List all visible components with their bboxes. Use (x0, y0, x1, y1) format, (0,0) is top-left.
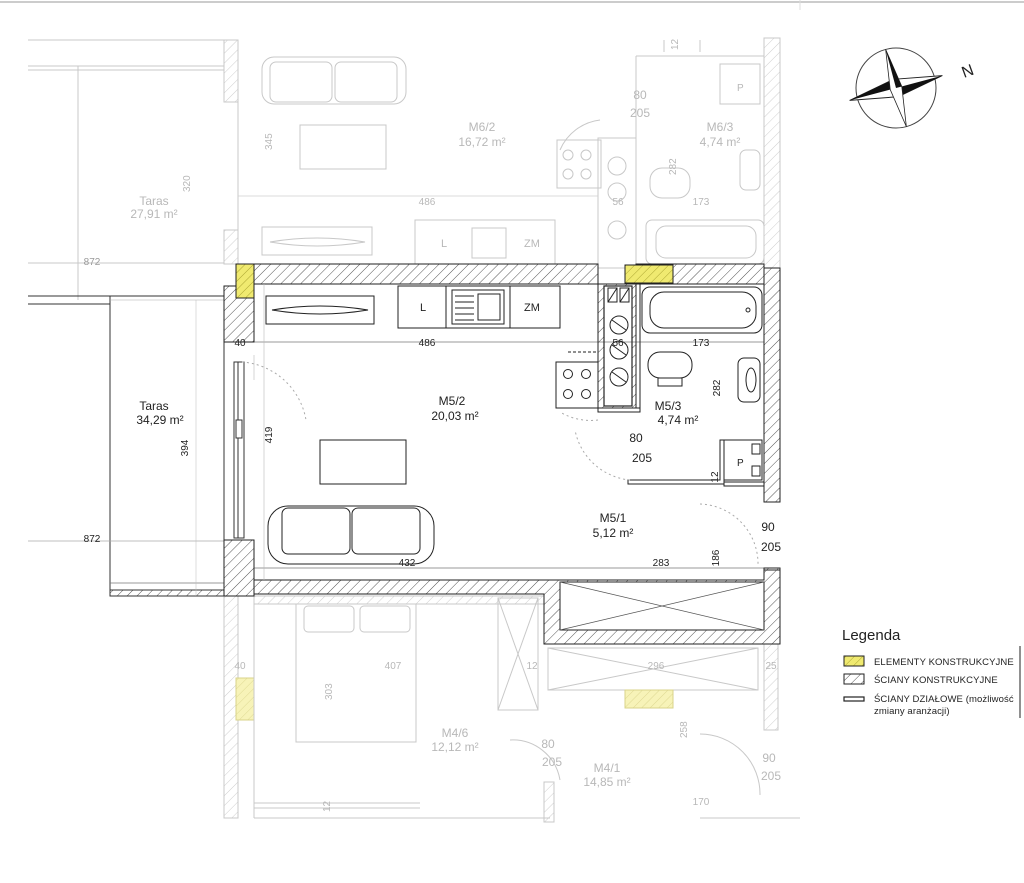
legend-item-2: ŚCIANY KONSTRUKCYJNE (874, 674, 998, 686)
left-wall-lower (223, 539, 255, 597)
room-m5-2-area: 20,03 m² (431, 409, 478, 423)
dim-205: 205 (632, 451, 652, 465)
lower-dim-90: 90 (762, 751, 776, 765)
washing-machine (723, 439, 763, 481)
dining-table (319, 439, 407, 485)
left-column-upper (235, 263, 255, 299)
dim-80: 80 (629, 431, 643, 445)
room-m6-3-name: M6/3 (707, 120, 734, 134)
upper-dim-320: 320 (182, 175, 193, 192)
legend-item-3-line2: zmiany aranżacji) (874, 706, 950, 717)
bathroom-partitions (597, 283, 765, 487)
room-m4-6-name: M4/6 (442, 726, 469, 740)
room-m4-6-area: 12,12 m² (431, 740, 478, 754)
lower-dim-205b: 205 (761, 769, 781, 783)
room-m5-1-area: 5,12 m² (593, 526, 634, 540)
dim-283: 283 (653, 558, 670, 569)
top-wall (253, 263, 599, 285)
dim-56: 56 (612, 338, 624, 349)
stove (555, 351, 599, 409)
bathtub (641, 286, 763, 334)
installation-shaft (597, 283, 637, 413)
room-m4-1-name: M4/1 (594, 761, 621, 775)
room-m5-2-name: M5/2 (439, 394, 466, 408)
upper-dim-205: 205 (630, 106, 650, 120)
room-m5-3-area: 4,74 m² (658, 413, 699, 427)
legend: Legenda ELEMENTY KONSTRUKCYJNE ŚCIANY KO… (842, 627, 1021, 718)
room-taras-upper-area: 27,91 m² (130, 207, 177, 221)
dim-173: 173 (693, 338, 710, 349)
upper-fridge-label: ZM (524, 238, 540, 250)
upper-dim-345: 345 (264, 133, 275, 150)
upper-dim-282: 282 (668, 158, 679, 175)
dim-419: 419 (264, 426, 275, 443)
right-wall (763, 267, 781, 503)
upper-dim-12: 12 (670, 38, 681, 50)
dim-205b: 205 (761, 540, 781, 554)
upper-sink-label: L (441, 238, 447, 250)
lower-dim-303: 303 (324, 683, 335, 700)
washer-label: P (737, 458, 744, 469)
upper-floor-ghost (28, 37, 781, 300)
room-m6-2-area: 16,72 m² (458, 135, 505, 149)
lower-dim-296: 296 (648, 661, 665, 672)
upper-floor-labels: Taras 27,91 m² M6/2 16,72 m² M6/3 4,74 m… (84, 38, 744, 268)
north-label: N (960, 62, 977, 82)
dim-90: 90 (761, 520, 775, 534)
lower-floor-labels: 40 407 303 12 296 25 M4/6 12,12 m² 80 20… (234, 661, 781, 812)
dim-872: 872 (84, 534, 101, 545)
dim-486: 486 (419, 338, 436, 349)
lower-dim-12b: 12 (322, 800, 333, 812)
lower-dim-12: 12 (526, 661, 538, 672)
dim-12: 12 (710, 471, 721, 483)
washbasin (737, 357, 761, 403)
room-taras-area: 34,29 m² (136, 413, 183, 427)
column-top-right (624, 264, 674, 284)
dimension-lines (253, 284, 764, 580)
dim-282: 282 (712, 379, 723, 396)
dim-186: 186 (711, 549, 722, 566)
upper-washer-label: P (737, 83, 744, 94)
dim-432: 432 (399, 558, 416, 569)
legend-swatch-partition-walls (843, 696, 865, 702)
upper-dim-173: 173 (693, 197, 710, 208)
lower-dim-407: 407 (385, 661, 402, 672)
room-m5-3-name: M5/3 (655, 399, 682, 413)
lower-dim-80: 80 (541, 737, 555, 751)
window-left (233, 361, 245, 539)
toilet (647, 351, 693, 387)
room-m6-3-area: 4,74 m² (700, 135, 741, 149)
lower-dim-170: 170 (693, 797, 710, 808)
upper-dim-486: 486 (419, 197, 436, 208)
room-m4-1-area: 14,85 m² (583, 775, 630, 789)
upper-dim-56: 56 (612, 197, 624, 208)
legend-swatch-structural-walls (843, 673, 865, 685)
room-taras-upper-name: Taras (139, 194, 168, 208)
dim-394: 394 (180, 439, 191, 456)
lower-dim-205: 205 (542, 755, 562, 769)
room-m5-1-name: M5/1 (600, 511, 627, 525)
upper-dim-872: 872 (84, 257, 101, 268)
lower-dim-40: 40 (234, 661, 246, 672)
lower-dim-25: 25 (765, 661, 777, 672)
main-labels: Taras 34,29 m² M5/2 20,03 m² M5/3 4,74 m… (84, 338, 782, 569)
legend-item-1: ELEMENTY KONSTRUKCYJNE (874, 657, 1014, 668)
kitchen-counter (265, 285, 561, 329)
lower-dim-258: 258 (679, 721, 690, 738)
compass: N (849, 47, 977, 129)
legend-swatch-structural-elements (843, 655, 865, 667)
legend-title: Legenda (842, 627, 901, 644)
fridge-label: ZM (524, 302, 540, 314)
room-m6-2-name: M6/2 (469, 120, 496, 134)
room-taras-name: Taras (139, 399, 168, 413)
sink-label: L (420, 302, 426, 314)
dim-40: 40 (234, 338, 246, 349)
terrace-main (28, 295, 225, 597)
upper-dim-80: 80 (633, 88, 647, 102)
legend-item-3: ŚCIANY DZIAŁOWE (możliwość (874, 693, 1014, 705)
sofa (267, 505, 435, 565)
